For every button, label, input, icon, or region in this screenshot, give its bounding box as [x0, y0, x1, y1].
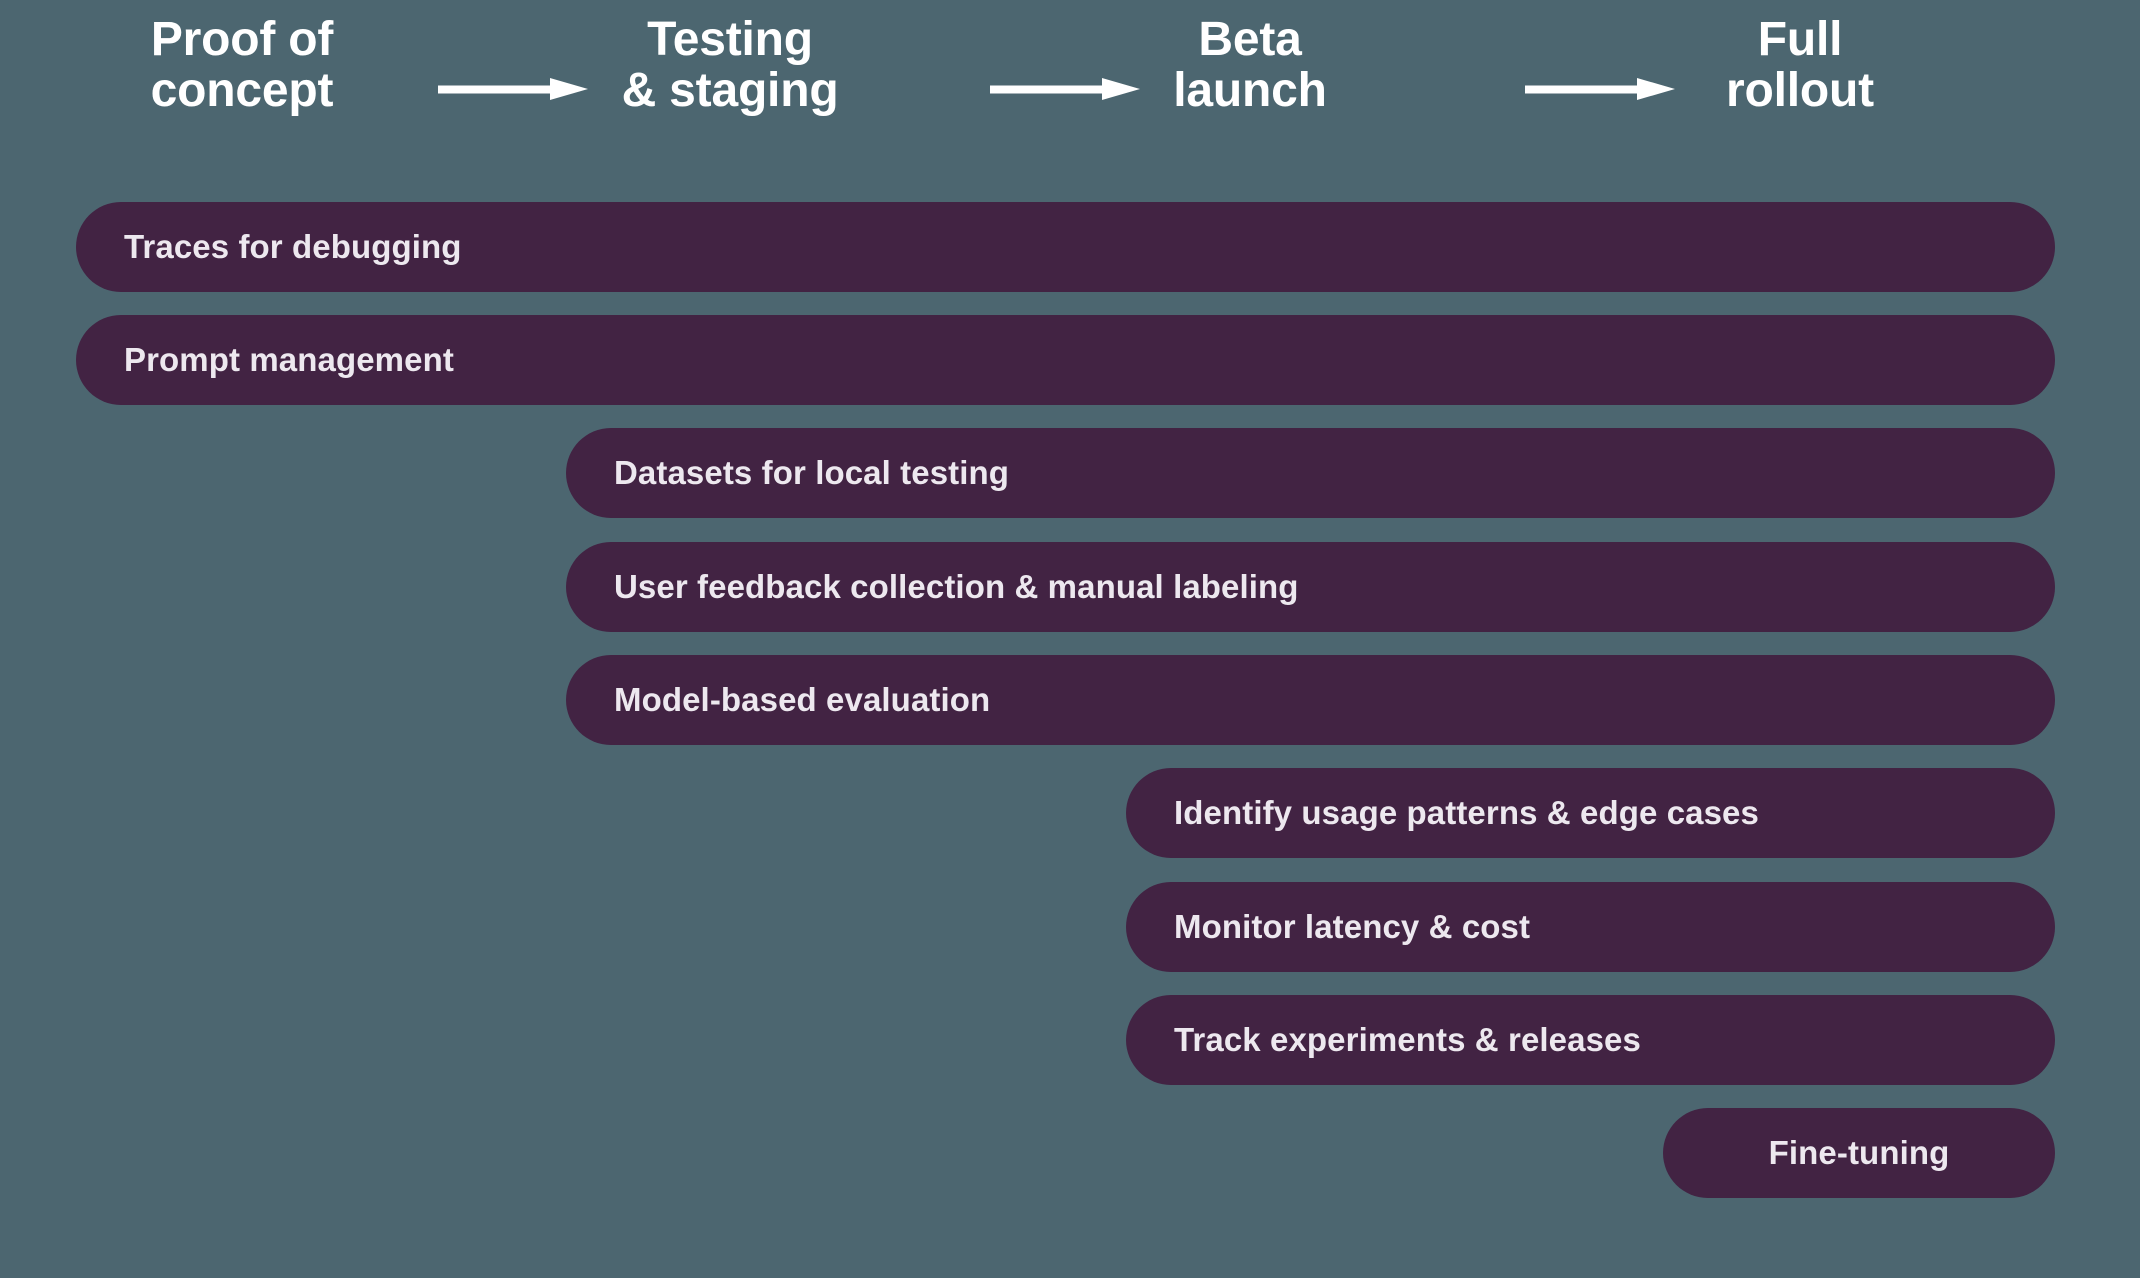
stage-label-3: Full rollout — [1726, 13, 1874, 118]
capability-bar: Model-based evaluation — [566, 655, 2055, 745]
capability-bar: Traces for debugging — [76, 202, 2055, 292]
capability-bar: Monitor latency & cost — [1126, 882, 2055, 972]
capability-bar-label: Model-based evaluation — [614, 681, 991, 718]
capability-bar: Datasets for local testing — [566, 428, 2055, 518]
arrow-right-icon — [1525, 78, 1675, 100]
arrow-right-icon — [990, 78, 1140, 100]
capability-bar-label: Track experiments & releases — [1174, 1021, 1641, 1058]
stage-label-0: Proof of concept — [150, 13, 334, 118]
capability-bar-label: Fine-tuning — [1768, 1134, 1950, 1171]
stage-label-1: Testing & staging — [621, 13, 839, 118]
stage-header-row: Proof of concept Testing & staging Beta la… — [0, 0, 2140, 180]
capability-bar-label: Traces for debugging — [124, 228, 462, 265]
arrow-right-icon — [438, 78, 588, 100]
capability-bar-label: User feedback collection & manual labeli… — [614, 568, 1299, 605]
capability-bar-label: Identify usage patterns & edge cases — [1174, 794, 1759, 831]
capability-bar: Identify usage patterns & edge cases — [1126, 768, 2055, 858]
capability-bar: User feedback collection & manual labeli… — [566, 542, 2055, 632]
capability-bar-label: Monitor latency & cost — [1174, 908, 1531, 945]
capability-bar: Fine-tuning — [1663, 1108, 2055, 1198]
capability-bar-label: Datasets for local testing — [614, 454, 1010, 491]
capability-bar: Track experiments & releases — [1126, 995, 2055, 1085]
capability-bar-label: Prompt management — [124, 341, 454, 378]
stage-label-2: Beta launch — [1173, 13, 1327, 118]
capability-bar: Prompt management — [76, 315, 2055, 405]
